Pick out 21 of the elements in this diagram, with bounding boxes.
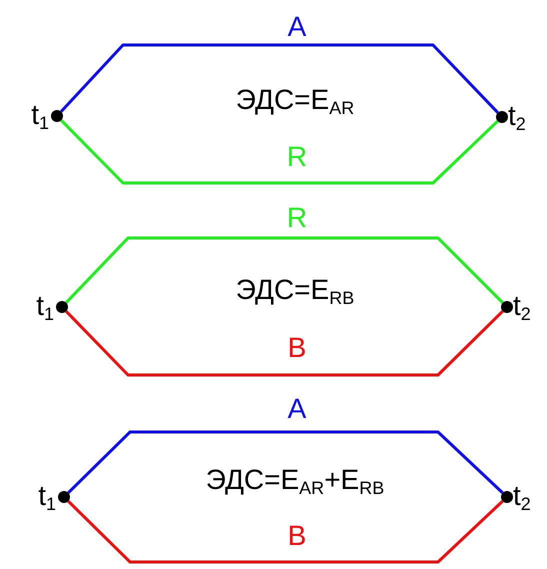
emf-formula: ЭДС=E$_{RB}$ <box>236 275 354 305</box>
edge-label: A <box>288 12 306 42</box>
wire <box>65 236 504 304</box>
edge-label: B <box>288 333 306 363</box>
wire <box>60 119 499 184</box>
junction-label: t$_{2}$ <box>513 481 531 511</box>
edge-label: B <box>288 521 306 551</box>
junction-label: t$_{1}$ <box>36 291 54 321</box>
wire <box>60 44 499 114</box>
edge-label: R <box>286 142 308 172</box>
junction-label: t$_{1}$ <box>38 481 56 511</box>
edge-label: R <box>286 203 308 233</box>
junction-label: t$_{1}$ <box>31 100 49 130</box>
wire <box>67 500 504 564</box>
junction-label: t$_{2}$ <box>508 101 526 131</box>
wire <box>65 310 504 376</box>
wire <box>67 430 504 494</box>
edge-label: A <box>288 394 306 424</box>
emf-formula: ЭДС=E$_{AR}$+E$_{RB}$ <box>206 465 384 495</box>
emf-formula: ЭДС=E$_{AR}$ <box>236 85 354 115</box>
junction-label: t$_{2}$ <box>513 291 531 321</box>
